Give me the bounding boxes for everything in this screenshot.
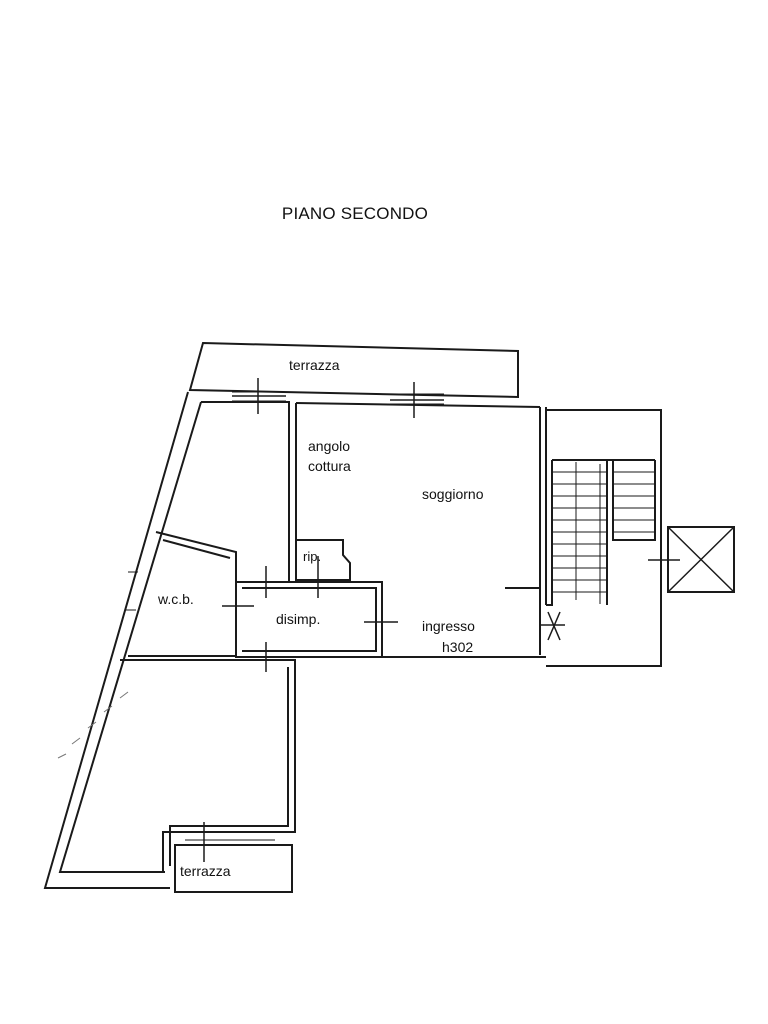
- hallway-inner: [242, 587, 377, 652]
- stair-inner: [546, 459, 656, 606]
- entrance-label: ingresso: [422, 618, 475, 634]
- bottom-bedroom-outline: [120, 659, 296, 872]
- bedroom-east-wall: [288, 403, 297, 582]
- living-east-wall: [539, 407, 547, 655]
- stair-treads: [552, 462, 655, 604]
- height-label: h302: [442, 639, 473, 655]
- door-marks: [203, 378, 680, 862]
- kitchen-label-line2: cottura: [308, 458, 351, 474]
- window-marks: [126, 391, 444, 841]
- hallway-label: disimp.: [276, 611, 320, 627]
- hallway-outline: [235, 581, 383, 658]
- living-label: soggiorno: [422, 486, 484, 502]
- north-wall: [201, 401, 541, 408]
- kitchen-label-line1: angolo: [308, 438, 350, 454]
- bathroom-label: w.c.b.: [157, 591, 194, 607]
- terrace-bottom-outline: [174, 844, 293, 893]
- outer-west-wall: [43, 391, 189, 889]
- terrace-top-label: terrazza: [289, 357, 340, 373]
- inner-west-wall: [58, 401, 202, 873]
- storage-label: rip.: [303, 549, 321, 564]
- terrace-top-outline: [188, 341, 519, 399]
- floor-title: PIANO SECONDO: [281, 204, 429, 223]
- bathroom-top-wall: [162, 539, 231, 559]
- bottom-bedroom-inner: [169, 667, 289, 866]
- terrace-bottom-label: terrazza: [180, 863, 231, 879]
- scan-marks: [57, 691, 129, 759]
- stair-enclosure: [546, 409, 662, 667]
- storage-outline: [296, 539, 351, 581]
- lift-cross: [667, 526, 735, 593]
